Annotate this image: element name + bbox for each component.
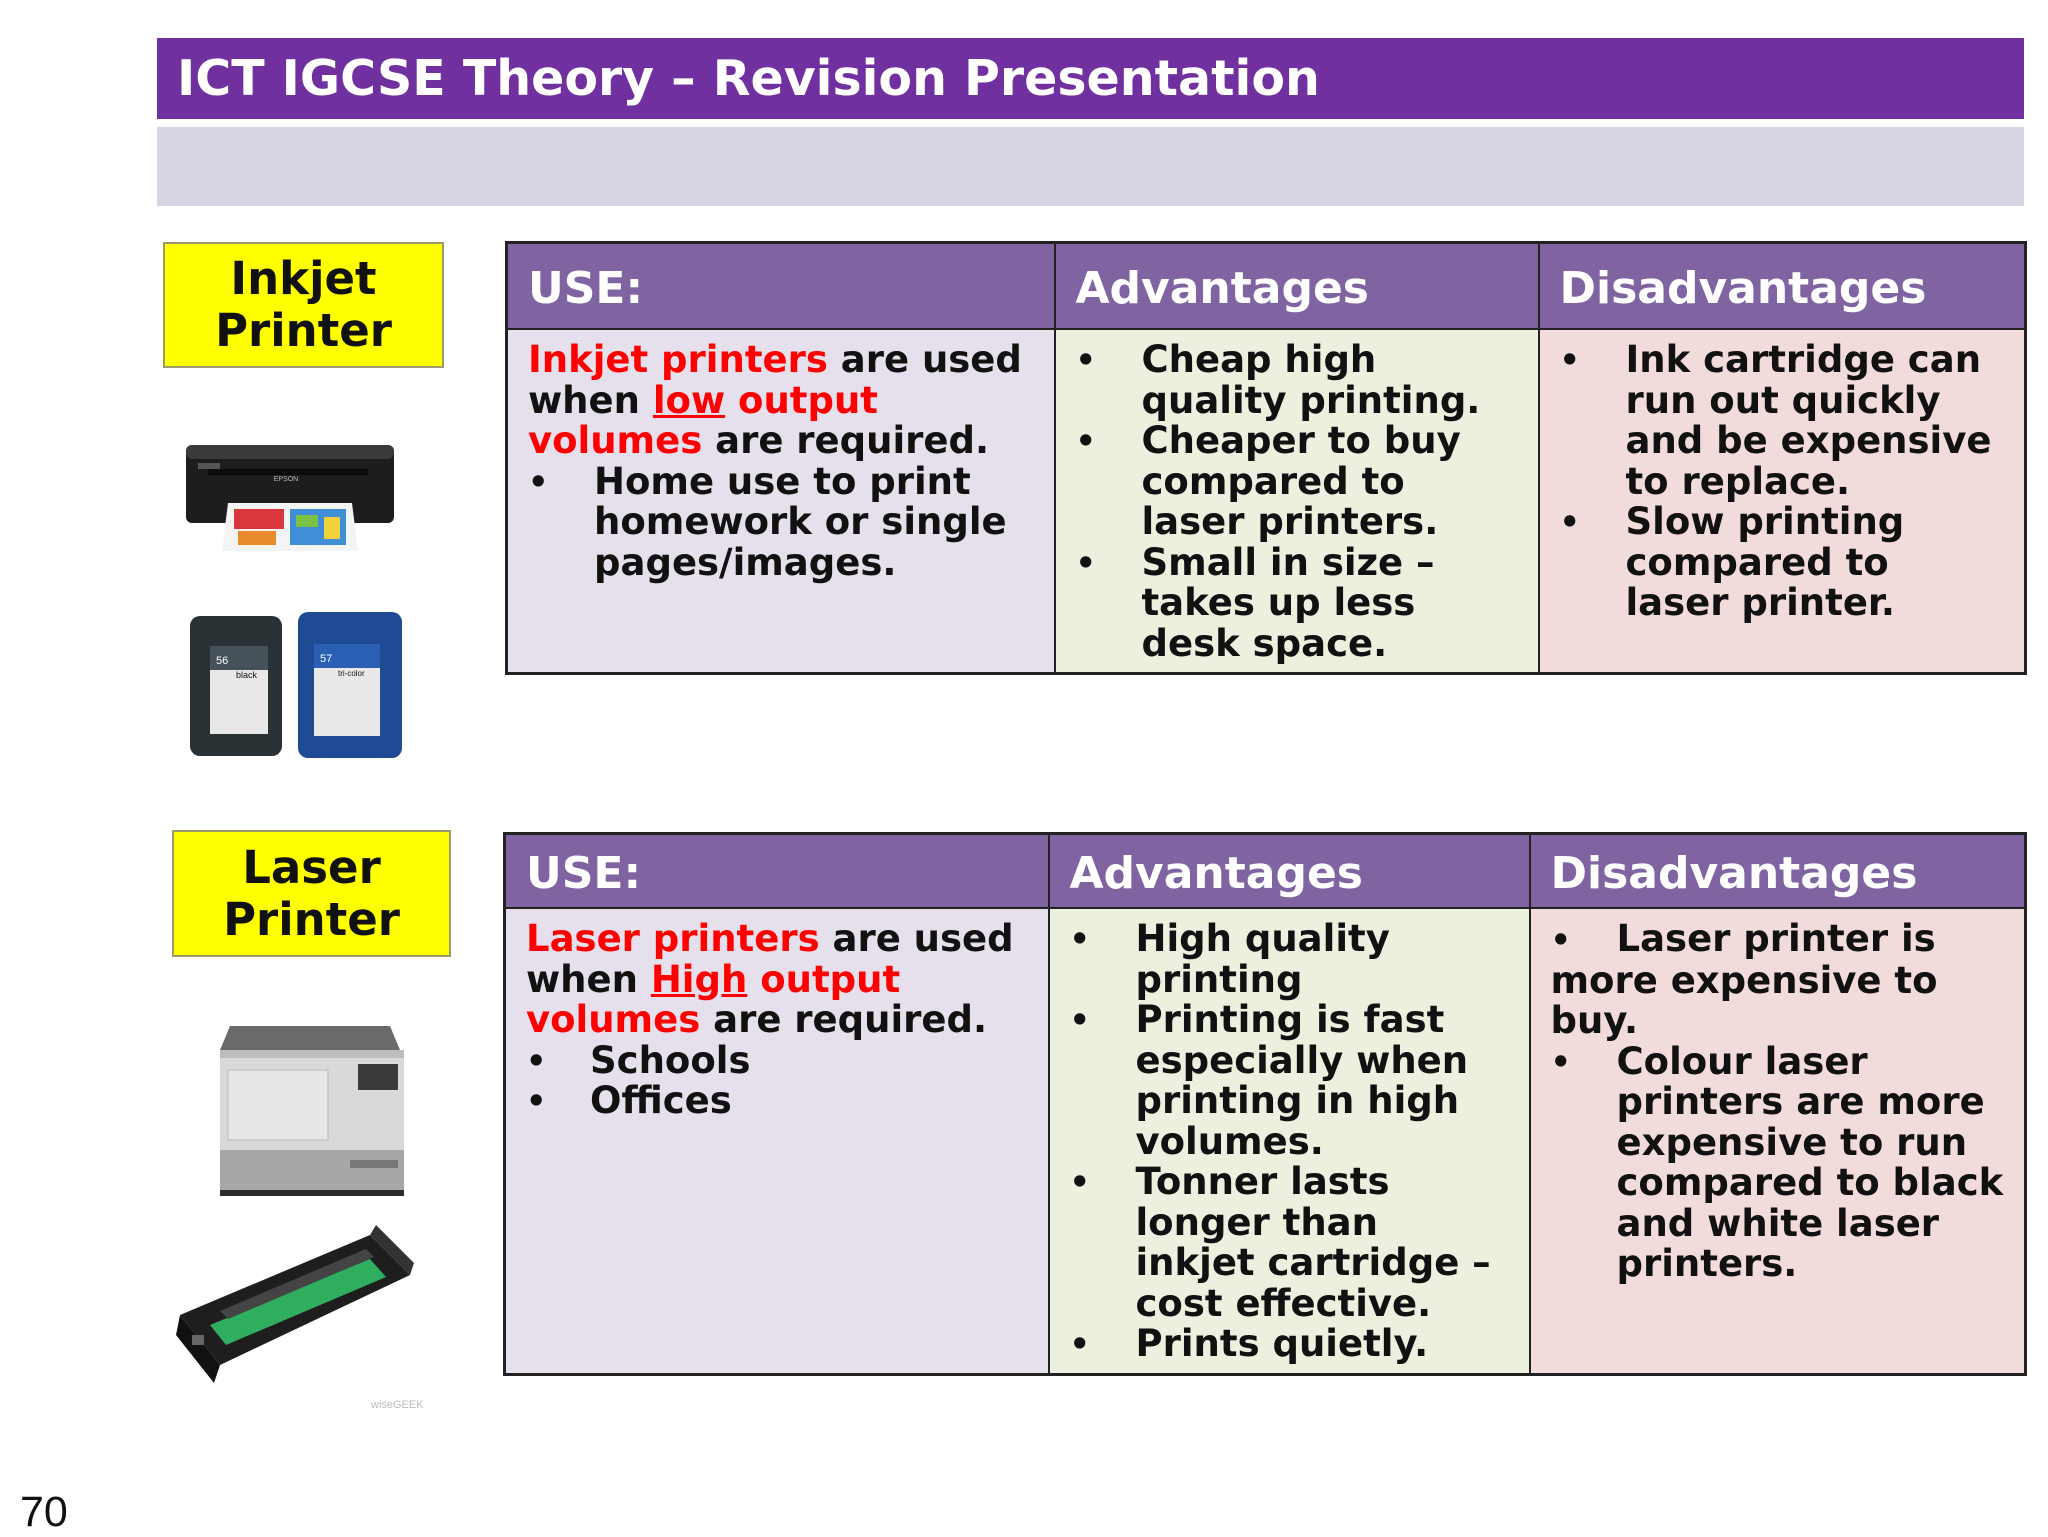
inkjet-printer-image: EPSON: [186, 445, 394, 551]
toner-cartridge-image: [176, 1225, 414, 1383]
inkjet-label-line1: Inkjet: [230, 252, 377, 305]
inkjet-disadvantages-list: Ink cartridge can run out quickly and be…: [1560, 339, 2005, 624]
ink-cartridges-image: 56 black 57 tri-color: [190, 612, 402, 758]
list-item: Printing is fast especially when printin…: [1070, 999, 1509, 1162]
use-header: USE:: [505, 241, 1056, 330]
list-item: Schools: [526, 1040, 1028, 1082]
list-item: Ink cartridge can run out quickly and be…: [1560, 339, 2005, 502]
use-text: are required.: [702, 419, 990, 462]
laser-info-table: USE: Advantages Disadvantages Laser prin…: [503, 832, 2027, 1376]
list-item: Cheaper to buy compared to laser printer…: [1076, 420, 1518, 543]
printer-brand: EPSON: [274, 476, 299, 483]
use-highlight: Laser printers: [526, 917, 820, 960]
list-item: Slow printing compared to laser printer.: [1560, 501, 2005, 624]
use-highlight: output volumes: [528, 378, 878, 462]
image-credit: wiseGEEK: [371, 1399, 424, 1411]
laser-printer-label: Laser Printer: [172, 830, 451, 957]
color-cartridge-number: 57: [320, 653, 332, 665]
table-row: Inkjet printers are used when low output…: [505, 328, 2027, 675]
inkjet-advantages-list: Cheap high quality printing. Cheaper to …: [1076, 339, 1518, 665]
list-item: Cheap high quality printing.: [1076, 339, 1518, 421]
use-highlight-underlined: low: [652, 378, 726, 422]
bullet-icon: •: [1550, 921, 1571, 959]
table-row: Laser printers are used when High output…: [503, 907, 2027, 1375]
inkjet-use-cell: Inkjet printers are used when low output…: [505, 328, 1056, 675]
advantages-header: Advantages: [1053, 241, 1540, 330]
list-item: Prints quietly.: [1070, 1323, 1509, 1365]
table-header-row: USE: Advantages Disadvantages: [503, 832, 2027, 909]
list-item: Small in size – takes up less desk space…: [1076, 542, 1518, 665]
disadvantages-header: Disadvantages: [1528, 832, 2027, 909]
subtitle-bar: [157, 127, 2024, 206]
black-cartridge-label: black: [236, 670, 258, 680]
laser-advantages-cell: High quality printing Printing is fast e…: [1047, 907, 1531, 1375]
laser-advantages-list: High quality printing Printing is fast e…: [1070, 918, 1509, 1365]
list-item: Tonner lasts longer than inkjet cartridg…: [1070, 1161, 1509, 1324]
use-text: are used when: [526, 917, 1014, 1001]
laser-use-cell: Laser printers are used when High output…: [503, 907, 1050, 1375]
use-header: USE:: [503, 832, 1050, 909]
laser-label-line2: Printer: [223, 892, 400, 946]
use-text: are used when: [528, 338, 1022, 422]
inkjet-disadvantages-cell: Ink cartridge can run out quickly and be…: [1537, 328, 2027, 675]
inkjet-use-intro: Inkjet printers are used when low output…: [528, 338, 1034, 462]
use-text: are required.: [700, 998, 988, 1041]
black-cartridge-number: 56: [216, 655, 228, 667]
table-header-row: USE: Advantages Disadvantages: [505, 241, 2027, 330]
laser-use-intro: Laser printers are used when High output…: [526, 917, 1028, 1041]
laser-disadvantage-first: •Laser printer is more expensive to buy.: [1550, 917, 2005, 1042]
inkjet-label-line2: Printer: [215, 304, 392, 357]
inkjet-use-list: Home use to print homework or single pag…: [528, 461, 1034, 584]
color-cartridge-label: tri-color: [338, 669, 365, 678]
use-highlight: Inkjet printers: [528, 338, 828, 381]
use-highlight-underlined: High: [650, 957, 748, 1001]
list-item: Offices: [526, 1080, 1028, 1122]
list-item: Laser printer is more expensive to buy.: [1550, 917, 1938, 1042]
laser-disadvantages-list: Colour laser printers are more expensive…: [1551, 1041, 2005, 1285]
page-title: ICT IGCSE Theory – Revision Presentation: [177, 50, 1320, 107]
laser-label-line1: Laser: [242, 840, 381, 894]
list-item: Colour laser printers are more expensive…: [1551, 1041, 2005, 1285]
use-highlight: output volumes: [526, 957, 901, 1041]
page-number: 70: [20, 1488, 68, 1536]
advantages-header: Advantages: [1047, 832, 1531, 909]
laser-printer-image: [220, 1026, 404, 1196]
list-item: High quality printing: [1070, 918, 1509, 1000]
disadvantages-header: Disadvantages: [1537, 241, 2027, 330]
inkjet-printer-label: Inkjet Printer: [163, 242, 444, 368]
laser-use-list: Schools Offices: [526, 1040, 1028, 1122]
title-bar: ICT IGCSE Theory – Revision Presentation: [157, 38, 2024, 119]
list-item: Home use to print homework or single pag…: [528, 461, 1034, 584]
laser-disadvantages-cell: •Laser printer is more expensive to buy.…: [1528, 907, 2027, 1375]
inkjet-info-table: USE: Advantages Disadvantages Inkjet pri…: [505, 241, 2027, 675]
inkjet-advantages-cell: Cheap high quality printing. Cheaper to …: [1053, 328, 1540, 675]
